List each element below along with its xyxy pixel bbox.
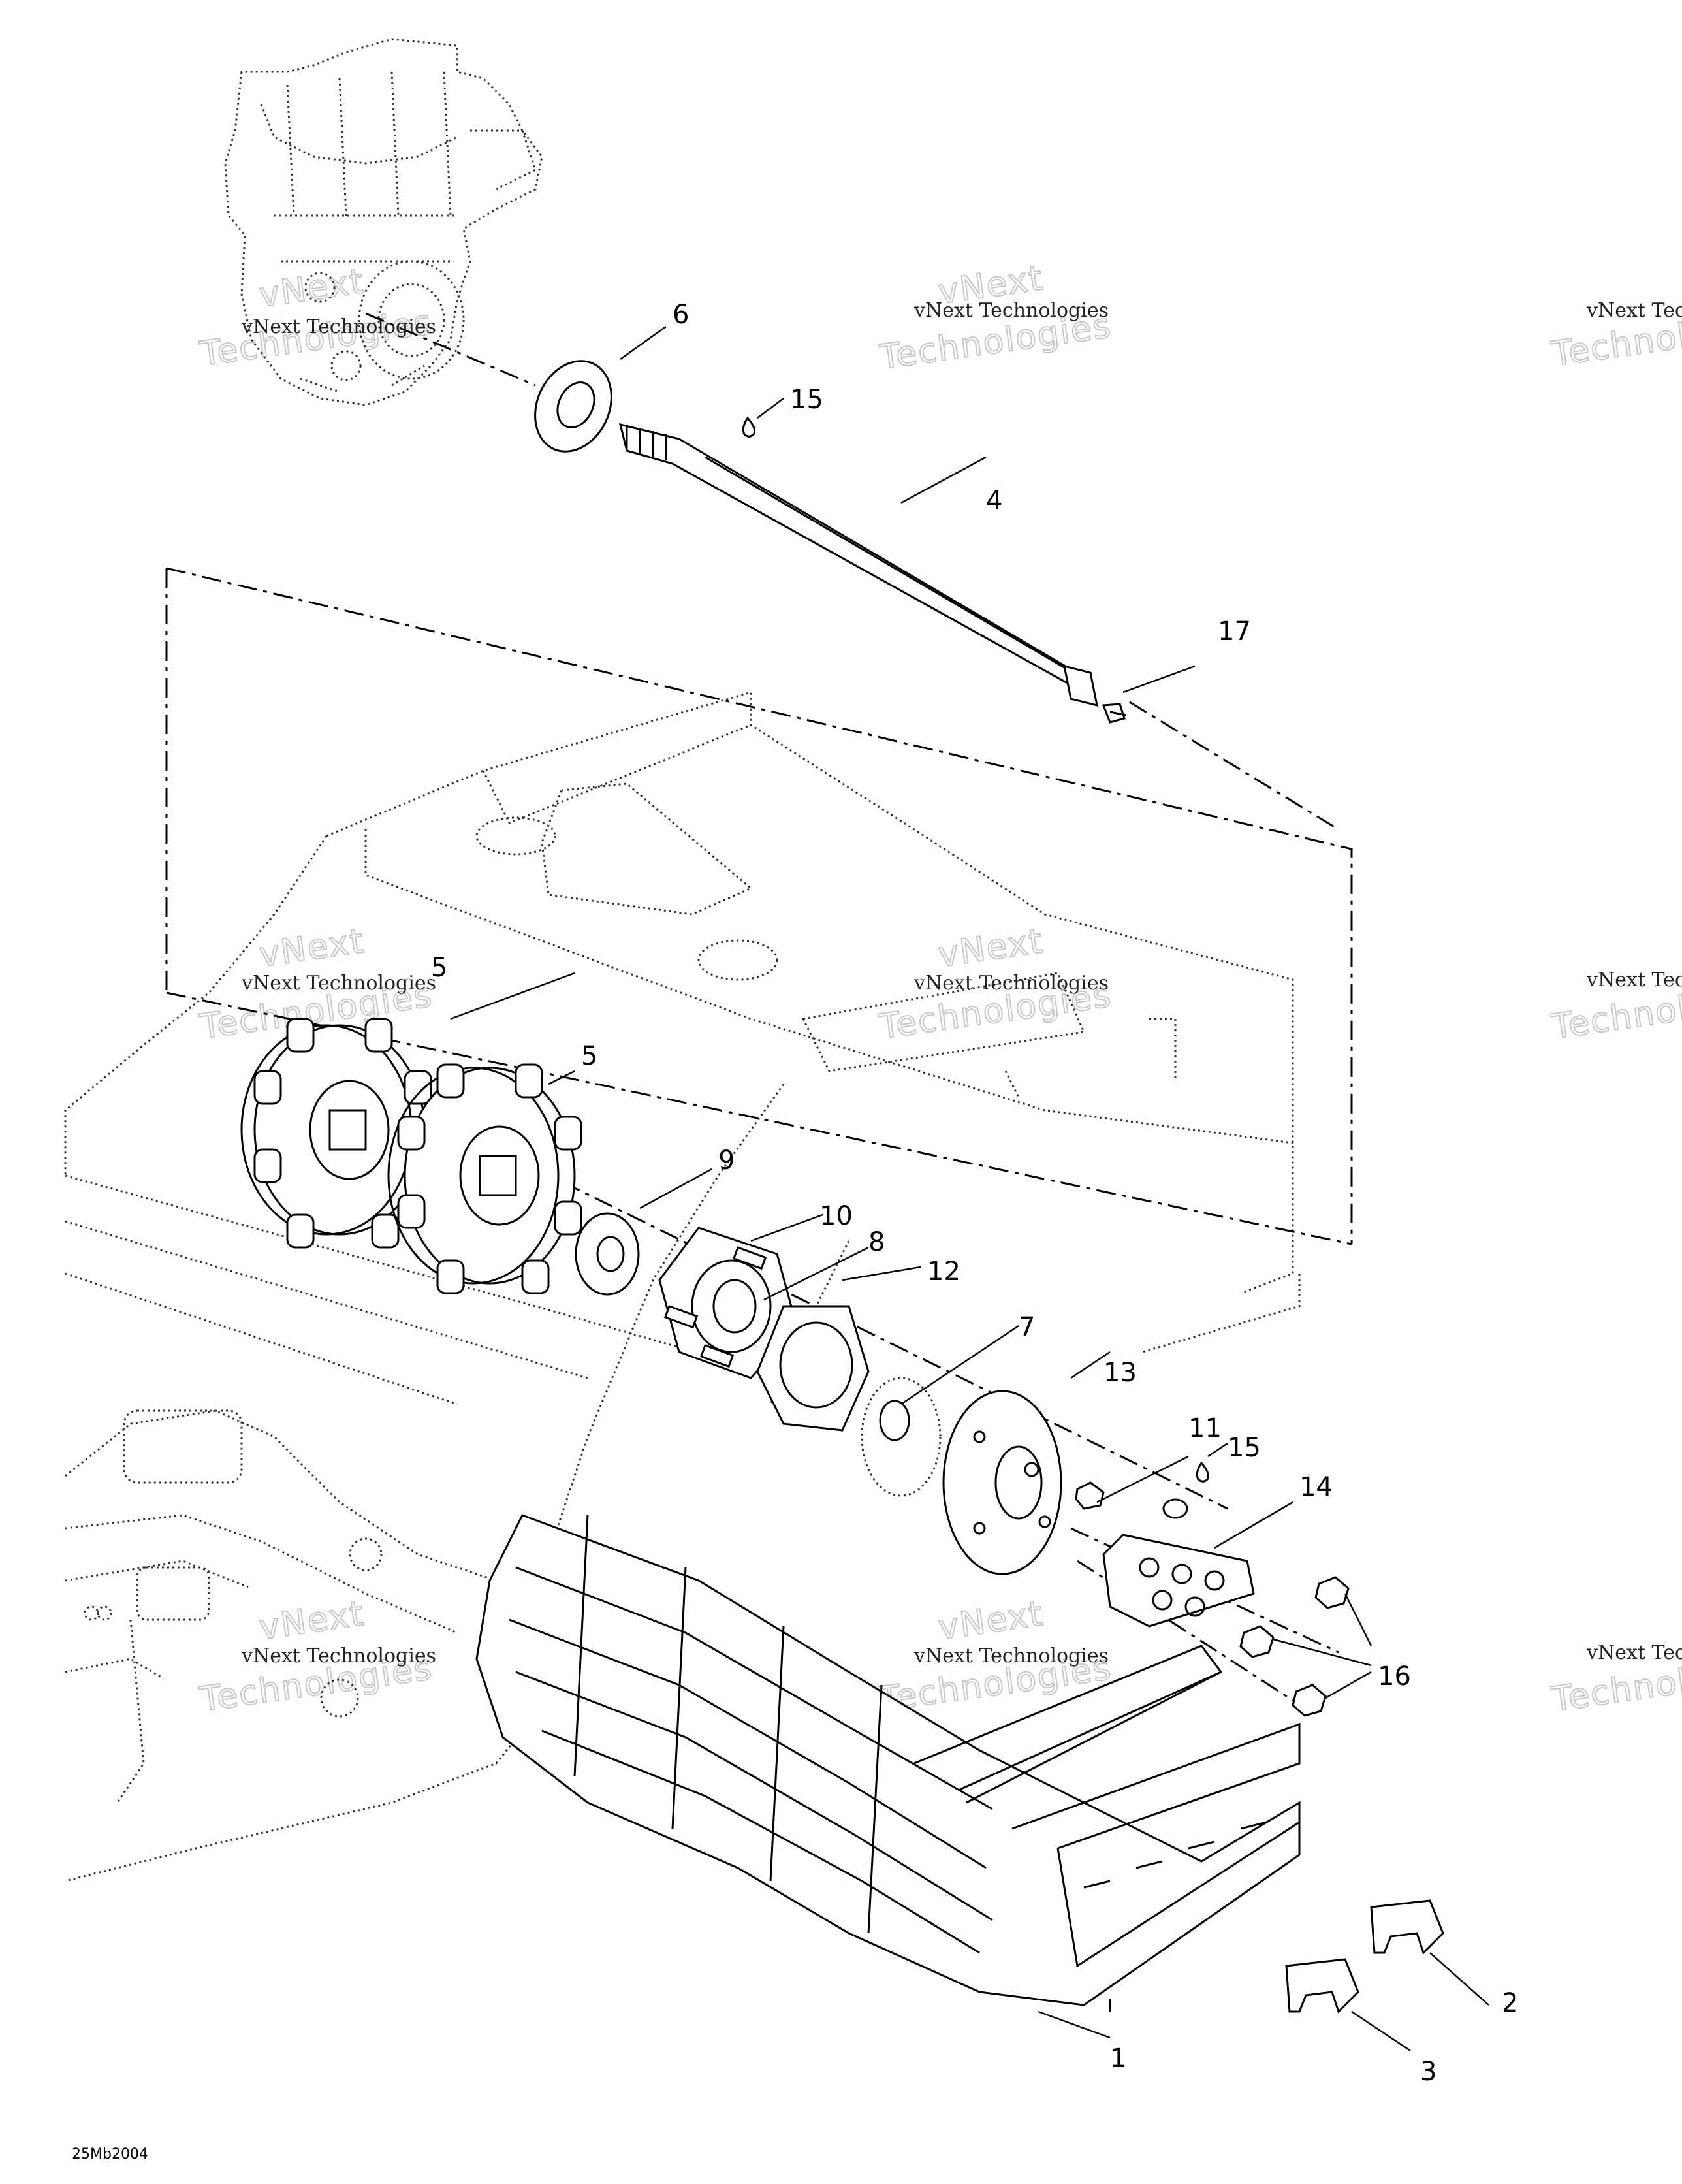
callout-14: 14 (1299, 1472, 1333, 1502)
watermark-small: vNext Technologies (913, 1645, 1109, 1667)
hub-plate-part-13 (942, 1390, 1062, 1575)
drawing-id: 25Mb2004 (72, 2146, 148, 2162)
callout-6: 6 (673, 300, 689, 330)
drive-axle-part-4 (618, 423, 1098, 707)
callout-8: 8 (868, 1227, 885, 1257)
callout-15a: 15 (790, 385, 823, 415)
watermark-small: vNext Technologies (241, 972, 436, 995)
track-part-1 (475, 1514, 1301, 2006)
watermark-top: vNext (936, 1594, 1046, 1648)
callout-7: 7 (1019, 1312, 1035, 1342)
watermark-small: vNext Technologies (1586, 299, 1682, 322)
clip-part-17 (1102, 703, 1127, 724)
sprocket-part-5a (240, 1018, 436, 1249)
circlip-part-7 (861, 1377, 942, 1497)
watermark-small: vNext Technologies (241, 315, 436, 338)
watermark-big: Technologies (197, 303, 435, 374)
watermark-top: vNext (936, 922, 1046, 975)
washer-part-6 (534, 360, 612, 453)
callout-17: 17 (1218, 617, 1251, 647)
shaft-centerline (365, 312, 1339, 1706)
watermark-small: vNext Technologies (913, 299, 1109, 322)
callout-12: 12 (927, 1257, 960, 1287)
callout-2: 2 (1502, 1988, 1518, 2018)
watermark-small: vNext Technologies (1586, 1641, 1682, 1664)
callout-11: 11 (1188, 1413, 1222, 1443)
callout-5b: 5 (581, 1041, 597, 1071)
callout-3: 3 (1420, 2057, 1436, 2087)
nut-part-16 (1239, 1576, 1350, 1717)
chaincase-housing (224, 38, 543, 406)
callout-labels: 1 2 3 4 5 5 6 7 8 9 10 11 12 13 14 15 15… (431, 300, 1518, 2087)
watermark-top: vNext (257, 922, 367, 975)
callout-10: 10 (819, 1201, 853, 1231)
watermark-small: vNext Technologies (241, 1645, 436, 1667)
callout-1: 1 (1110, 2044, 1126, 2074)
callout-16: 16 (1378, 1662, 1411, 1692)
callout-9: 9 (718, 1146, 735, 1176)
watermark-small: vNext Technologies (913, 972, 1109, 995)
grease-icon (742, 416, 1209, 1483)
nut-part-11 (1075, 1481, 1105, 1510)
leader-lines (450, 325, 1489, 2052)
bearing-housing-part-8 (658, 1227, 798, 1379)
callout-13: 13 (1103, 1358, 1137, 1388)
callout-4: 4 (986, 486, 1002, 516)
retainer-part-9 (575, 1212, 640, 1296)
flange-part-12 (756, 1305, 870, 1432)
bracket-part-14 (1102, 1498, 1255, 1628)
sprocket-part-5b (387, 1063, 582, 1294)
tunnel-frame (64, 690, 1301, 1882)
watermark-top: vNext (257, 1594, 367, 1648)
clip-part-2 (1370, 1899, 1444, 1955)
callout-15b: 15 (1228, 1433, 1261, 1463)
watermark-top: vNext (257, 262, 367, 315)
clip-part-3 (1285, 1958, 1359, 2014)
callout-5a: 5 (431, 953, 447, 983)
watermark-layer: Technologies vNext vNext Technologies Te… (197, 258, 1682, 1720)
watermark-small: vNext Technologies (1586, 969, 1682, 991)
